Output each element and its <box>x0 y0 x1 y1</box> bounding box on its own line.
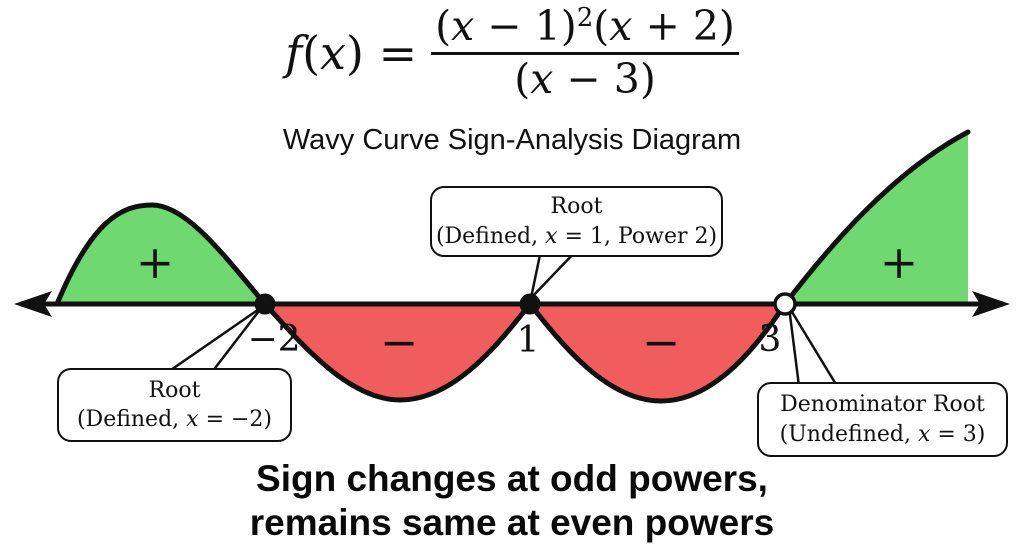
callout-line2: (Undefined, x = 3) <box>779 421 986 447</box>
sign-plus-right: + <box>880 235 919 289</box>
curve-arc-3 <box>527 301 788 404</box>
fraction-bar <box>431 51 739 55</box>
callout-line1: Denominator Root <box>780 392 985 418</box>
callout-line2: (Defined, x = −2) <box>76 407 273 432</box>
axis-arrow-right-icon <box>972 291 1010 317</box>
callout-tail-mid <box>528 248 580 303</box>
formula-paren: ( <box>302 26 321 81</box>
formula-numerator: (x − 1)2(x + 2) <box>435 2 735 50</box>
formula-x: x <box>320 26 346 81</box>
callout-line2: (Defined, x = 1, Power 2) <box>435 223 718 249</box>
callout-root-x1: Root (Defined, x = 1, Power 2) <box>430 186 723 257</box>
sign-plus-left: + <box>136 235 175 289</box>
root-point-neg2 <box>254 293 276 315</box>
formula-equals: ) = <box>346 26 418 81</box>
region-positive-right <box>785 132 968 304</box>
axis-arrow-left-icon <box>14 291 52 317</box>
subtitle: Wavy Curve Sign-Analysis Diagram <box>282 124 742 156</box>
axis-label-3: 3 <box>759 319 782 360</box>
formula-denominator: (x − 3) <box>514 54 656 103</box>
axis-label-neg2: −2 <box>247 319 300 360</box>
caption-line1: Sign changes at odd powers, <box>256 458 768 499</box>
formula-f: f <box>285 26 303 81</box>
caption: Sign changes at odd powers, remains same… <box>0 457 1024 544</box>
formula: f(x) = (x − 1)2(x + 2) (x − 3) <box>0 2 1024 103</box>
formula-lhs: f(x) = <box>285 26 417 80</box>
callout-root-xneg2: Root (Defined, x = −2) <box>57 368 292 442</box>
callout-line1: Root <box>550 194 603 220</box>
root-point-1 <box>519 293 541 315</box>
axis-label-1: 1 <box>517 320 540 361</box>
formula-exponent: 2 <box>576 3 594 33</box>
curve-arc-1 <box>54 202 268 307</box>
curve-arc-4 <box>782 129 971 307</box>
callout-tail-right <box>787 306 840 388</box>
open-point-3 <box>773 292 797 316</box>
sign-minus-mid2: − <box>642 315 681 369</box>
curve-arc-2 <box>262 301 533 403</box>
sign-minus-mid1: − <box>380 315 419 369</box>
caption-line2: remains same at even powers <box>249 501 775 543</box>
callout-denominator-root-x3: Denominator Root (Undefined, x = 3) <box>757 382 1008 457</box>
region-positive-left <box>57 205 265 304</box>
callout-line1: Root <box>148 377 201 403</box>
region-negative-mid1 <box>265 304 530 400</box>
formula-fraction: (x − 1)2(x + 2) (x − 3) <box>431 2 739 103</box>
